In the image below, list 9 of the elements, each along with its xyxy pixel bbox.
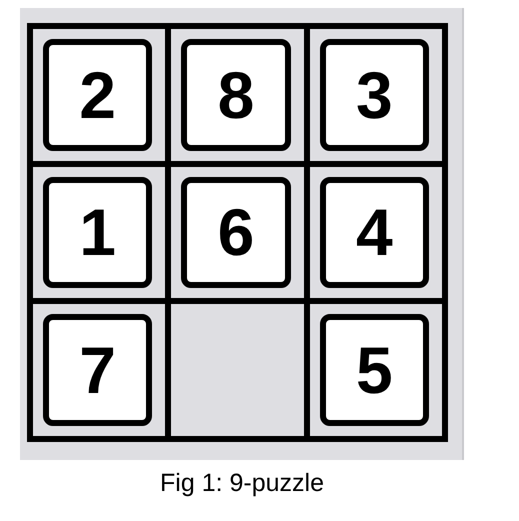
puzzle-tile: 6 <box>181 176 291 288</box>
figure-caption: Fig 1: 9-puzzle <box>159 468 325 498</box>
puzzle-tile: 4 <box>320 176 429 288</box>
puzzle-tile: 3 <box>320 39 429 151</box>
puzzle-tile: 2 <box>43 39 152 151</box>
puzzle-tile: 8 <box>181 39 291 151</box>
puzzle-tile: 5 <box>320 314 429 426</box>
puzzle-tile: 1 <box>43 176 152 288</box>
puzzle-tile: 7 <box>43 314 152 426</box>
